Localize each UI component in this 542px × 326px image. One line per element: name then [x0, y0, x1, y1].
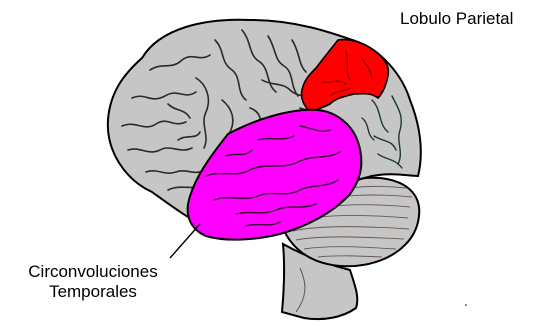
stray-dot: [465, 304, 467, 306]
temporal-gyri-label: Circonvoluciones Temporales: [12, 262, 174, 302]
parietal-lobe-label: Lobulo Parietal: [400, 9, 513, 29]
temporal-label-line-1: Circonvoluciones: [12, 262, 174, 282]
temporal-label-line-2: Temporales: [12, 282, 174, 302]
temporal-leader-line: [170, 224, 200, 258]
